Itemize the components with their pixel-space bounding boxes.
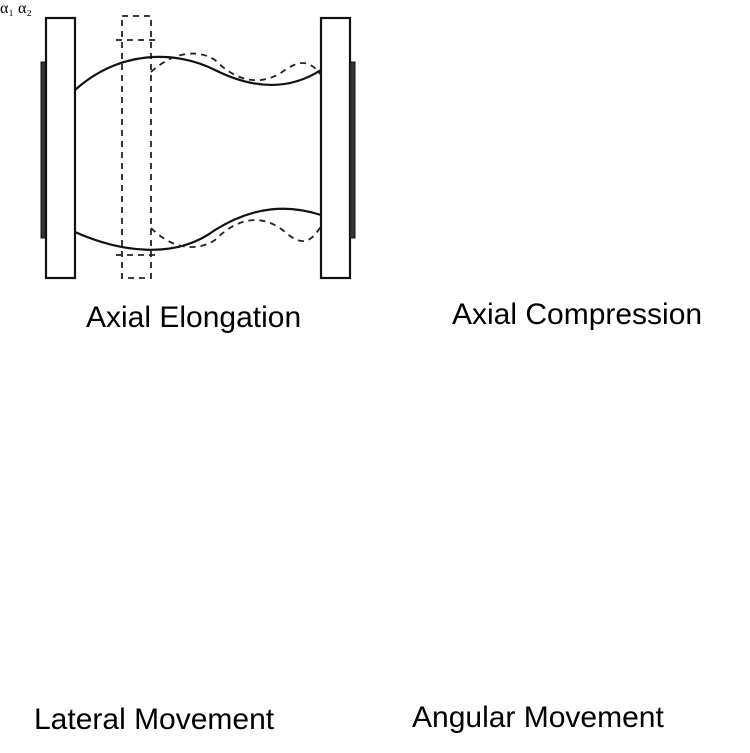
bellows-bottom-extended bbox=[74, 207, 322, 251]
bellows-top-angled: α₁ α₂ bbox=[0, 0, 32, 17]
angle-label-right: α₂ bbox=[17, 0, 32, 17]
bellows-bottom-original: α₁ α₂ bbox=[0, 0, 32, 17]
caption-lateral-movement: Lateral Movement bbox=[34, 703, 275, 736]
panel-axial-elongation bbox=[40, 15, 356, 280]
angle-indicator-right: α₂ bbox=[18, 0, 32, 17]
left-flange bbox=[44, 16, 77, 280]
original-flange-position bbox=[121, 15, 152, 279]
angle-indicator-left: α₁ α₂ bbox=[0, 0, 32, 17]
right-flange bbox=[319, 16, 352, 280]
bellows-top-extended bbox=[74, 55, 322, 91]
right-flange-tilted: α₁ α₂ bbox=[0, 0, 32, 17]
bellows-bottom-angled: α₁ α₂ bbox=[0, 0, 32, 17]
left-flange-tilted: α₁ α₂ bbox=[0, 0, 32, 17]
bellows-top-original: α₁ α₂ bbox=[0, 0, 32, 17]
caption-axial-elongation: Axial Elongation bbox=[86, 301, 302, 334]
bellows-top-original bbox=[150, 52, 322, 82]
caption-axial-compression: Axial Compression bbox=[452, 298, 703, 331]
original-flange-right: α₁ α₂ bbox=[0, 0, 32, 17]
caption-angular-movement: Angular Movement bbox=[412, 701, 664, 734]
angle-label-left: α₁ bbox=[0, 0, 14, 17]
original-flange-left: α₁ α₂ bbox=[0, 0, 32, 17]
panel-angular-movement: α₁ α₂ bbox=[0, 0, 32, 17]
bellows-bottom-original bbox=[150, 219, 322, 248]
